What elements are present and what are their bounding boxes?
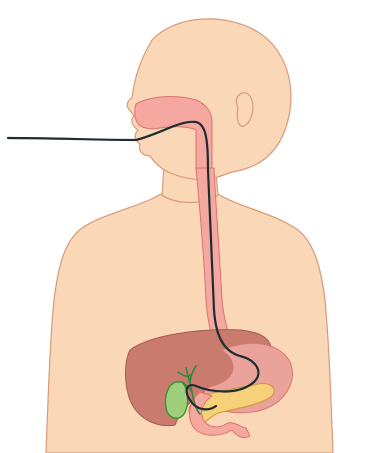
gallbladder: [165, 382, 187, 418]
